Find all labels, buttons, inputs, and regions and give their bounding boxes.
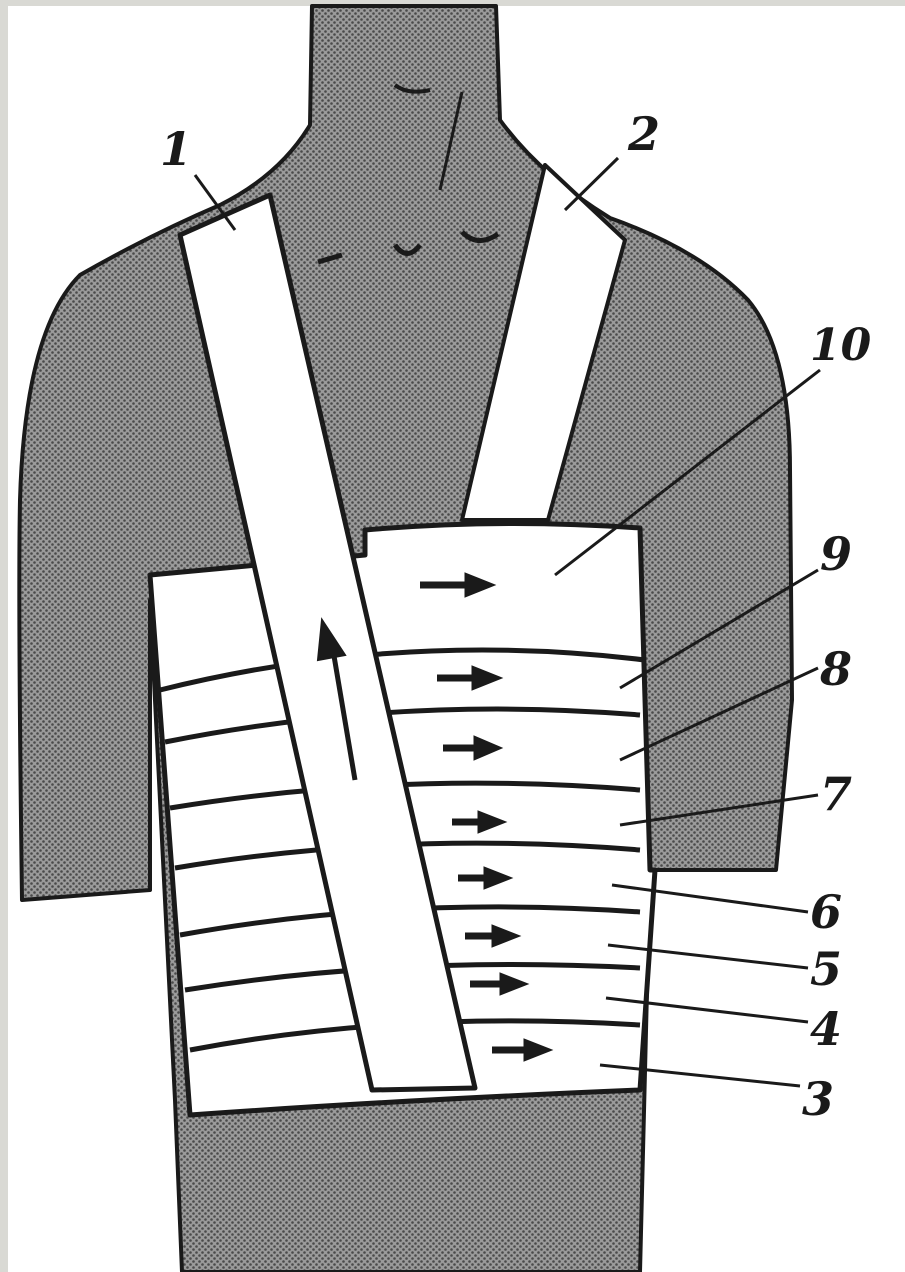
label-10: 10	[810, 320, 872, 371]
label-3: 3	[802, 1072, 834, 1126]
label-2: 2	[627, 107, 660, 161]
leader-line-2	[565, 158, 618, 210]
label-4: 4	[810, 1002, 842, 1056]
label-5: 5	[810, 942, 842, 996]
label-6: 6	[810, 885, 842, 939]
label-1: 1	[160, 122, 192, 176]
label-7: 7	[820, 767, 852, 821]
label-8: 8	[819, 642, 852, 696]
label-9: 9	[820, 527, 852, 581]
